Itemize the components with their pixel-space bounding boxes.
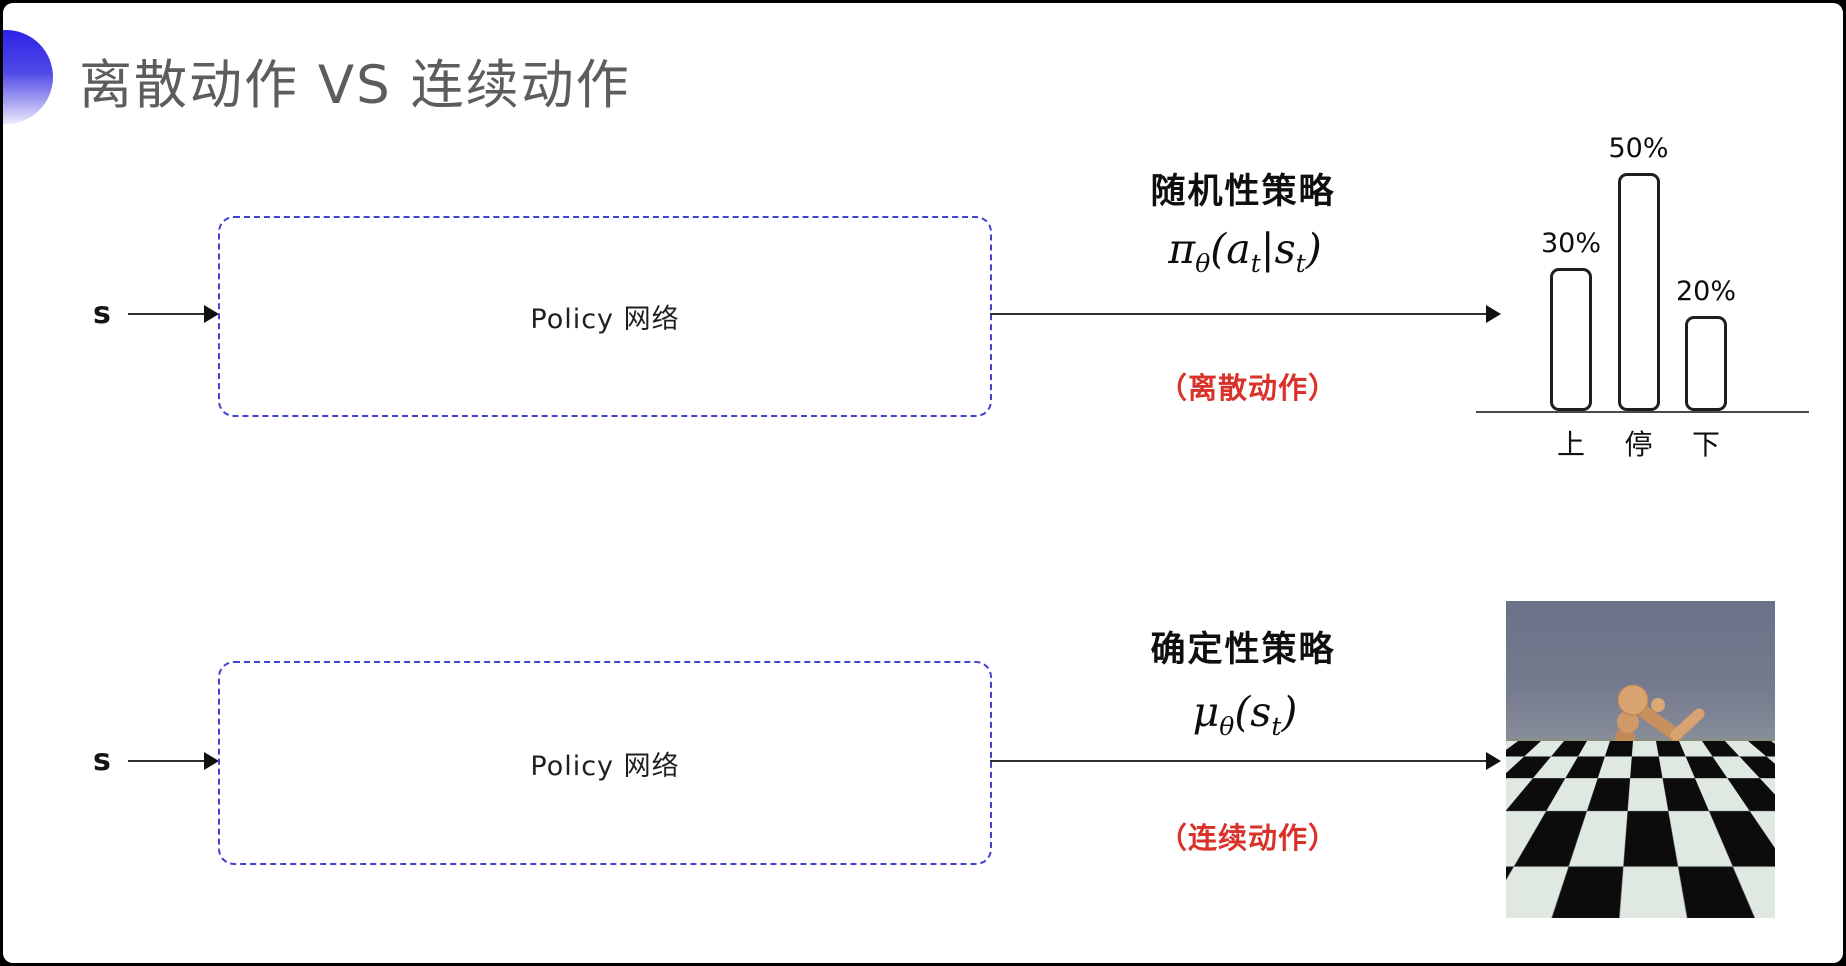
blue-sphere-bullet-icon (3, 30, 53, 124)
humanoid-head (1617, 684, 1649, 716)
humanoid-upper-chest (1617, 711, 1639, 733)
humanoid-hand (1651, 698, 1665, 712)
formula-part: ) (1305, 225, 1322, 273)
humanoid-mid-chest (1615, 728, 1635, 748)
formula-part: θ (1195, 249, 1211, 279)
humanoid-knee (1639, 811, 1653, 825)
page-title: 离散动作 VS 连续动作 (79, 55, 631, 116)
formula-part: π (1168, 225, 1196, 273)
formula-part: |s (1260, 225, 1296, 273)
humanoid-foot (1593, 835, 1646, 852)
discrete-action-note: （离散动作） (1157, 371, 1338, 405)
formula-part: (s (1234, 688, 1272, 736)
formula-part: t (1250, 249, 1261, 279)
humanoid-upper-arm (1636, 704, 1683, 742)
bar-category-label: 下 (1691, 428, 1720, 461)
humanoid-abdomen (1629, 763, 1645, 779)
input-arrow-bottom (128, 760, 208, 762)
probability-bar-chart: 30% 上 50% 停 20% 下 (1473, 121, 1818, 473)
formula-part: t (1295, 249, 1306, 279)
chart-baseline (1476, 411, 1809, 413)
humanoid-robot-figure (1593, 684, 1710, 870)
bar-下 (1685, 315, 1727, 411)
bar-value-label: 50% (1608, 133, 1669, 164)
formula-part: t (1271, 712, 1282, 742)
humanoid-back-shin (1644, 801, 1673, 848)
formula-part: μ (1192, 688, 1220, 736)
bar-value-label: 20% (1675, 275, 1736, 307)
output-arrow-bottom (990, 760, 1488, 762)
output-arrowhead-top-icon (1486, 305, 1501, 323)
deterministic-policy-title: 确定性策略 (1150, 630, 1336, 670)
input-arrowhead-top-icon (204, 305, 219, 323)
humanoid-shadow (1618, 854, 1710, 864)
policy-network-box-top: Policy 网络 (218, 216, 992, 417)
stochastic-policy-formula: πθ(at|st) (1065, 225, 1425, 276)
output-arrowhead-bottom-icon (1486, 752, 1501, 770)
mujoco-humanoid-simulation-image (1506, 601, 1775, 918)
sim-floor-reflection (1546, 876, 1706, 912)
deterministic-policy-formula: μθ(st) (1065, 688, 1425, 739)
bar-category-label: 停 (1624, 428, 1653, 461)
output-arrow-top (990, 313, 1488, 315)
formula-part: ) (1281, 688, 1298, 736)
policy-network-box-bottom: Policy 网络 (218, 661, 992, 865)
state-input-label-bottom: s (93, 743, 111, 778)
input-arrowhead-bottom-icon (204, 752, 219, 770)
bar-停 (1617, 173, 1660, 411)
slide: 离散动作 VS 连续动作 s Policy 网络 随机性策略 πθ(at|st)… (3, 3, 1843, 963)
bar-category-label: 上 (1556, 428, 1585, 461)
bar-上 (1550, 268, 1592, 411)
input-arrow-top (128, 313, 208, 315)
continuous-action-note: （连续动作） (1157, 821, 1338, 855)
humanoid-forearm (1670, 708, 1705, 741)
policy-box-label-top: Policy 网络 (530, 304, 680, 335)
formula-part: θ (1219, 712, 1235, 742)
bar-value-label: 30% (1540, 228, 1601, 260)
stochastic-policy-title: 随机性策略 (1150, 172, 1336, 212)
sim-sky (1506, 601, 1775, 746)
state-input-label-top: s (93, 296, 111, 331)
policy-box-label-bottom: Policy 网络 (530, 750, 680, 782)
formula-part: (a (1210, 225, 1251, 273)
